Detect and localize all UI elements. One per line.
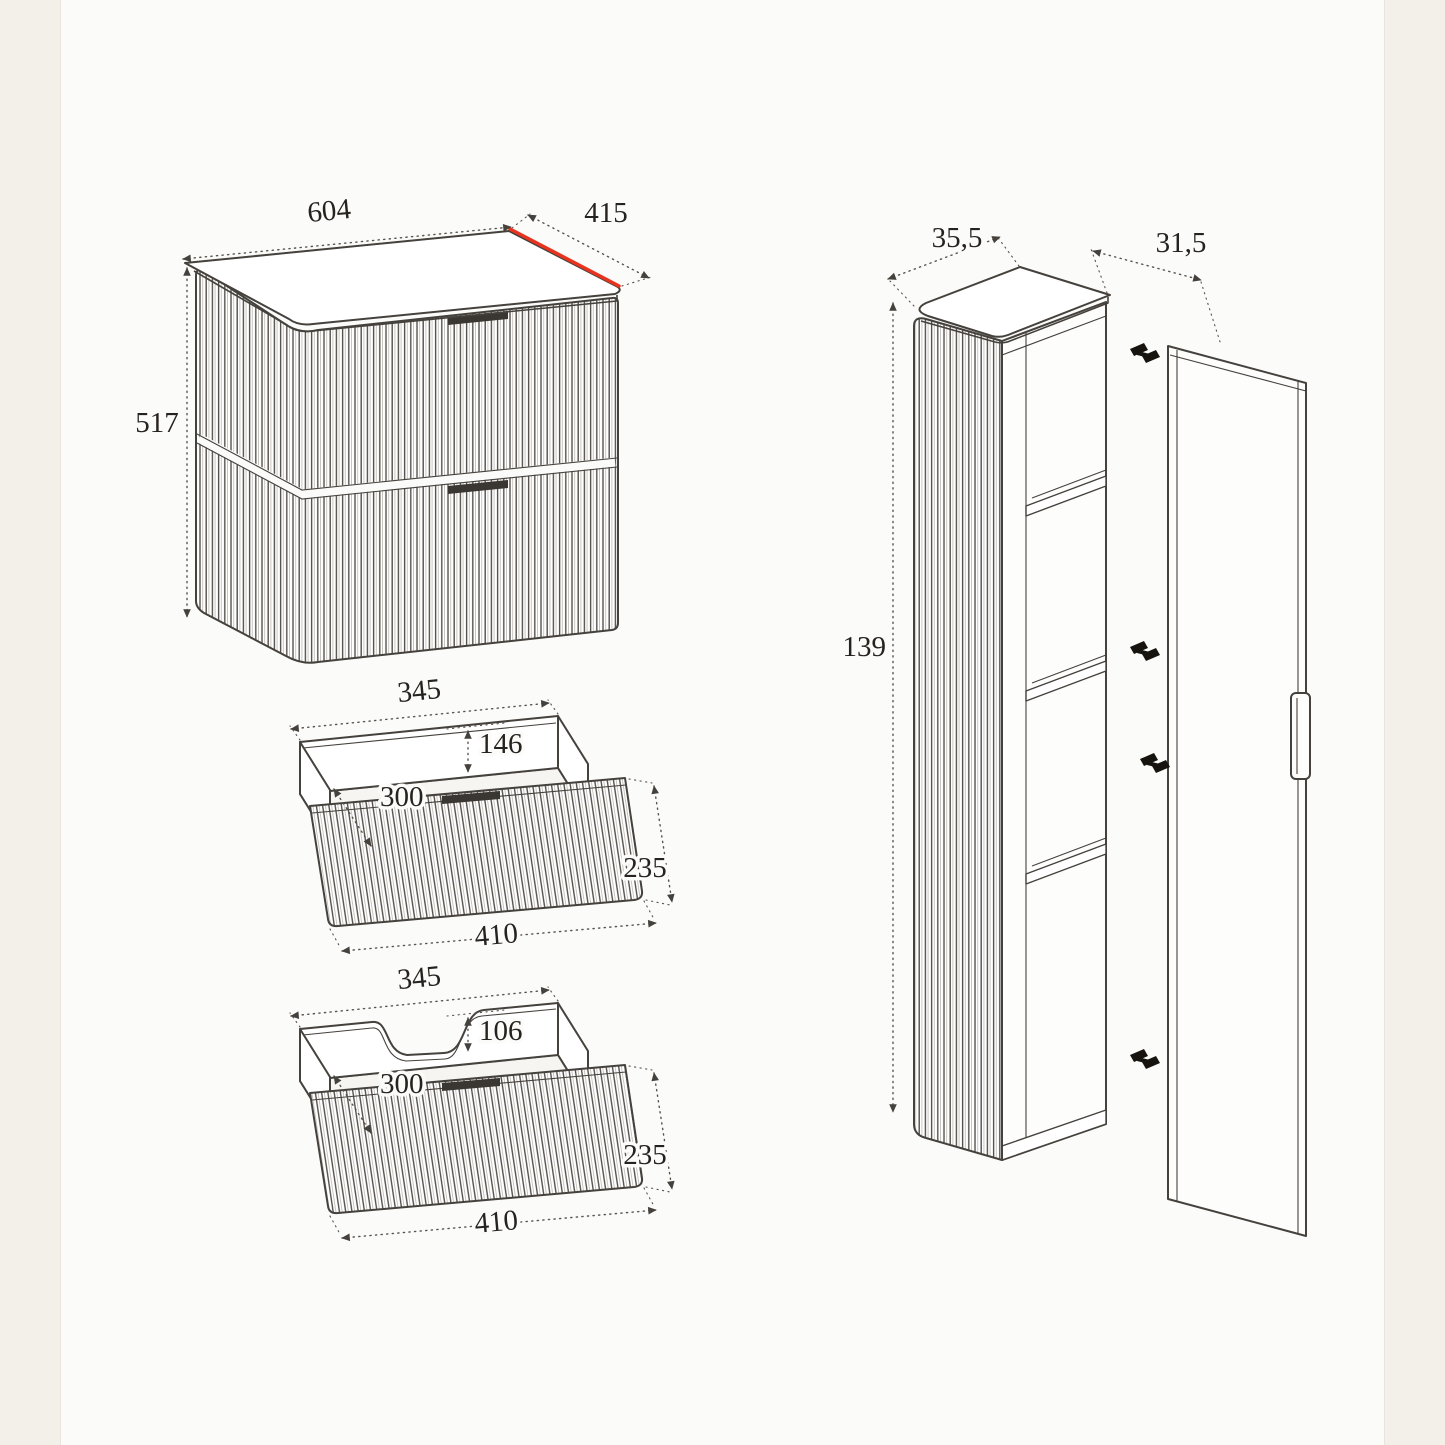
drawer-bottom-dimensions: 345 106 300 235 410 (289, 956, 675, 1243)
tall-cabinet-drawing (913, 266, 1311, 1237)
drawer-top-dimensions: 345 146 300 235 410 (289, 669, 675, 956)
cabinet-top-panel-thickness (920, 297, 1109, 344)
drawer-bottom-front-height-label: 235 (623, 1139, 667, 1171)
drawer-bottom-front-width-ext-2 (643, 1187, 655, 1207)
vanity-drawer-gap (196, 434, 616, 499)
drawer-top-handle (442, 791, 500, 804)
vanity-width-dim-line (182, 223, 512, 263)
drawer-bottom-depth-label: 300 (380, 1068, 424, 1100)
vanity-dimensions: 604 415 517 (132, 189, 652, 618)
drawer-top-front-width-ext-2 (643, 900, 655, 920)
vanity-depth-ext-line-1 (511, 213, 531, 229)
drawer-bottom-front-height-ext-1 (628, 1065, 653, 1071)
vanity-depth-dim-line (527, 214, 650, 279)
drawer-top-front-height-label: 235 (623, 852, 667, 884)
drawer-top-front-height-ext-1 (628, 778, 653, 784)
vanity-bottom-drawer-handle (448, 480, 508, 494)
cabinet-shelf-top-edge (1031, 837, 1107, 867)
vanity-height-label: 517 (135, 407, 179, 439)
cabinet-door-handle (1290, 692, 1311, 780)
vanity-width-label: 604 (306, 193, 353, 229)
tall-cabinet-dimensions: 35,5 31,5 139 (839, 219, 1222, 1113)
drawer-bottom-front-panel (309, 1064, 644, 1215)
backdrop-right-seam (1385, 0, 1445, 1445)
cabinet-top-panel (918, 266, 1111, 338)
drawer-top-depth-dim-line (333, 788, 372, 847)
cabinet-depth-label: 35,5 (932, 222, 983, 254)
drawer-top-front-width-dim-line (341, 919, 657, 955)
backdrop-left-seam (0, 0, 60, 1445)
drawer-bottom-front-width-ext-1 (329, 1215, 341, 1235)
drawer-bottom-cutout-label: 106 (479, 1015, 523, 1047)
vanity-depth-ext-line-2 (621, 276, 652, 287)
cabinet-door-width-label: 31,5 (1156, 227, 1207, 259)
vanity-depth-label: 415 (584, 197, 628, 229)
drawer-top-height-tick (446, 722, 506, 730)
drawer-bottom-front-width-label: 410 (473, 1204, 519, 1240)
drawer-top-width-label: 345 (396, 673, 442, 709)
drawer-top-front-width-label: 410 (473, 917, 519, 953)
cabinet-shelf-top-edge (1031, 654, 1107, 684)
cabinet-depth-ext-2 (998, 238, 1020, 267)
drawer-top-front-width-ext-1 (329, 928, 341, 948)
drawer-top-height-label: 146 (479, 728, 523, 760)
drawer-bottom-depth-dim-line (333, 1075, 372, 1134)
cabinet-fluted-front (913, 317, 1003, 1161)
cabinet-depth-ext-1 (889, 280, 915, 307)
drawer-top-drawing (299, 715, 644, 928)
cabinet-inner-top-edge (1001, 315, 1107, 356)
cabinet-height-label: 139 (843, 631, 887, 663)
drawer-top-depth-label: 300 (380, 781, 424, 813)
drawer-bottom-handle (442, 1078, 500, 1091)
cabinet-door-width-dim-line (1092, 249, 1202, 282)
vanity-top-drawer-handle (448, 311, 508, 325)
drawer-top-front-panel (309, 777, 644, 928)
drawer-bottom-width-dim-line (290, 987, 550, 1019)
drawer-bottom-drawing (299, 1002, 644, 1215)
drawer-bottom-width-label: 345 (396, 960, 442, 996)
vanity-drawer-gap-top-edge (196, 433, 618, 491)
cabinet-shelf (1025, 843, 1107, 885)
cabinet-shelf (1025, 660, 1107, 702)
vanity-drawing (184, 227, 621, 664)
cabinet-door (1167, 345, 1307, 1237)
cabinet-door-width-ext-2 (1200, 281, 1222, 346)
cabinet-shelf (1025, 475, 1107, 517)
drawer-bottom-cutout-tick (446, 1009, 506, 1017)
vanity-drawer-gap-bottom-edge (196, 442, 618, 500)
drawer-top-width-dim-line (290, 700, 550, 732)
cabinet-door-top-edge-thickness (1169, 354, 1307, 392)
cabinet-interior (1001, 301, 1107, 1161)
cabinet-shelf-top-edge (1031, 469, 1107, 499)
vanity-top-panel-thickness (193, 270, 618, 333)
drawer-bottom-front-width-dim-line (341, 1206, 657, 1242)
